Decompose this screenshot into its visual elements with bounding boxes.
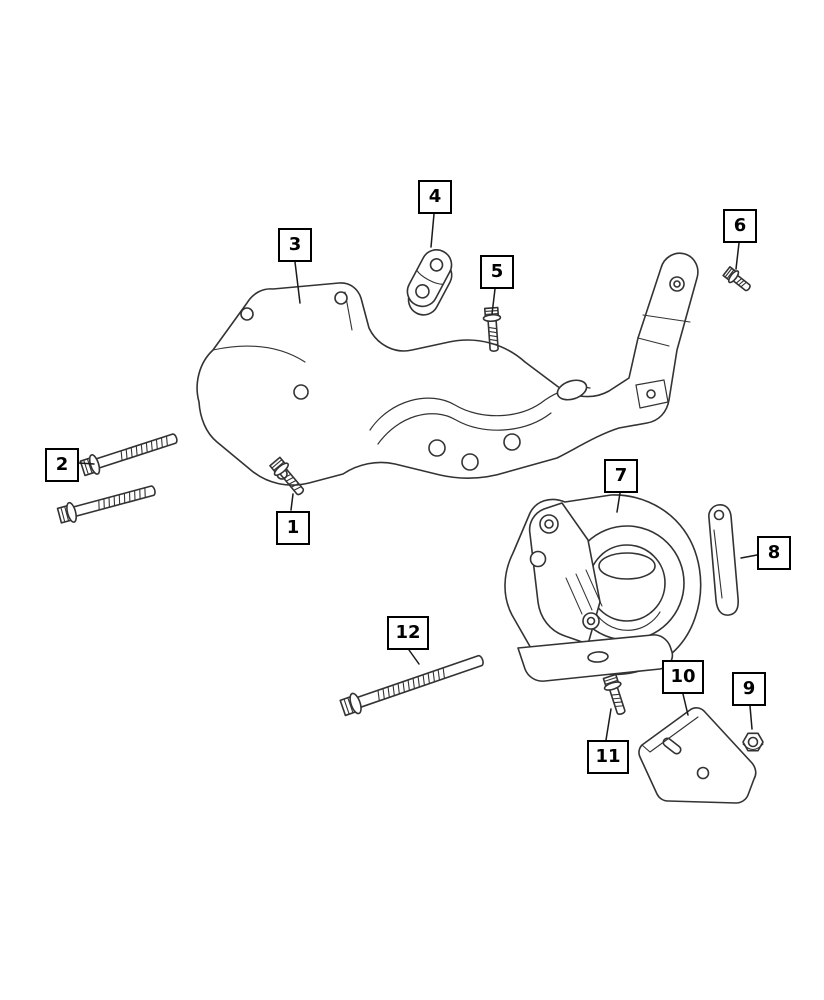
callout-4[interactable]: 4 <box>418 180 452 214</box>
callout-5[interactable]: 5 <box>480 255 514 289</box>
part-7-engine-mount <box>504 494 702 682</box>
callout-6[interactable]: 6 <box>723 209 757 243</box>
leader-line-4 <box>430 213 435 248</box>
leader-line-5 <box>491 288 496 315</box>
callout-3[interactable]: 3 <box>278 228 312 262</box>
callout-7[interactable]: 7 <box>604 459 638 493</box>
callout-9[interactable]: 9 <box>732 672 766 706</box>
leader-line-10 <box>682 693 689 716</box>
leader-line-3 <box>294 261 301 304</box>
part-3-bracket <box>196 252 699 486</box>
leader-line-1 <box>290 493 294 511</box>
leader-line-7 <box>616 492 621 513</box>
leader-line-8 <box>740 554 758 559</box>
leader-lines <box>78 213 758 741</box>
part-8-stay-bracket <box>708 504 739 616</box>
callout-8[interactable]: 8 <box>757 536 791 570</box>
part-4-link <box>406 249 453 316</box>
part-11-bolt <box>602 673 626 715</box>
leader-line-9 <box>749 705 753 730</box>
callout-12[interactable]: 12 <box>387 616 429 650</box>
callout-1[interactable]: 1 <box>276 511 310 545</box>
callout-10[interactable]: 10 <box>662 660 704 694</box>
leader-line-2 <box>78 462 95 465</box>
leader-line-12 <box>408 649 420 665</box>
callout-2[interactable]: 2 <box>45 448 79 482</box>
part-1-bolt <box>269 456 305 496</box>
part-5-bolt <box>482 306 502 352</box>
callout-11[interactable]: 11 <box>587 740 629 774</box>
part-9-nut <box>742 732 764 752</box>
part-6-bolt <box>722 266 751 292</box>
part-10-plate <box>638 707 757 804</box>
leader-line-11 <box>605 708 612 741</box>
part-2-bolts <box>56 433 178 524</box>
part-12-bolt <box>339 654 484 717</box>
leader-line-6 <box>735 242 740 270</box>
